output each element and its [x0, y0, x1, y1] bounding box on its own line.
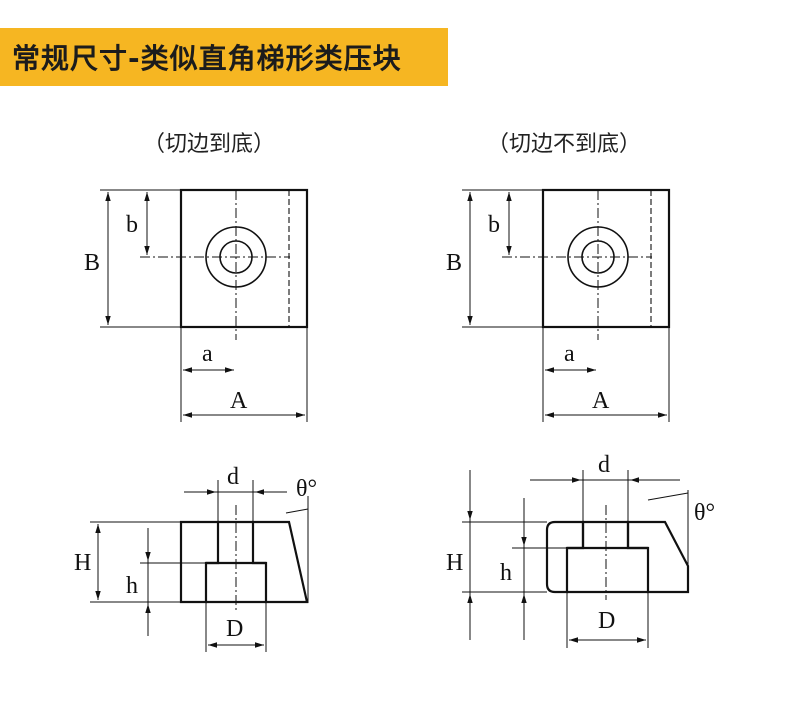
outer-bore [205, 226, 267, 288]
label-A: A [592, 388, 610, 414]
label-B: B [446, 250, 462, 276]
right-top-view: B b a A [446, 188, 671, 422]
label-a: a [564, 341, 575, 367]
inner-bore [581, 240, 615, 274]
label-d: d [598, 452, 610, 478]
label-d: d [227, 464, 239, 490]
inner-bore [219, 240, 253, 274]
label-h: h [500, 560, 512, 586]
block-outline [541, 188, 671, 329]
label-a: a [202, 341, 213, 367]
left-top-view: B b a A [84, 188, 309, 422]
right-side-view: d θ° H h D [446, 452, 715, 648]
label-h: h [126, 573, 138, 599]
left-side-view: d θ° H h D [74, 464, 317, 652]
label-theta: θ° [694, 500, 715, 526]
label-H: H [446, 550, 463, 576]
label-D: D [226, 616, 243, 642]
title-banner: 常规尺寸-类似直角梯形类压块 [0, 28, 448, 86]
right-wall-section [626, 520, 690, 594]
label-H: H [74, 550, 91, 576]
label-B: B [84, 250, 100, 276]
outer-bore [567, 226, 629, 288]
label-D: D [598, 608, 615, 634]
block-outline [179, 188, 309, 329]
left-caption: （切边到底） [143, 132, 276, 157]
label-b: b [488, 212, 500, 238]
label-b: b [126, 212, 138, 238]
label-A: A [230, 388, 248, 414]
page-title: 常规尺寸-类似直角梯形类压块 [12, 42, 402, 75]
left-wall-section [545, 520, 585, 594]
right-caption: （切边不到底） [487, 132, 642, 157]
label-theta: θ° [296, 476, 317, 502]
